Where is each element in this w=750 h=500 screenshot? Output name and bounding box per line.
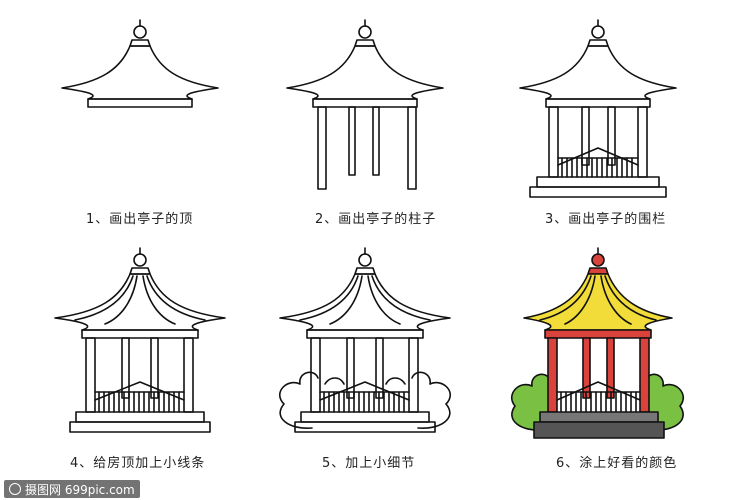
caption-step6: 6、涂上好看的颜色 [556, 456, 678, 471]
step4-roof-lines [54, 247, 226, 433]
step1-roof [61, 19, 219, 108]
step6-colored [510, 247, 685, 439]
caption-step3: 3、画出亭子的围栏 [545, 212, 667, 227]
caption-step1: 1、画出亭子的顶 [86, 212, 194, 227]
camera-logo-icon [9, 483, 21, 495]
step3-railing [519, 19, 677, 198]
watermark: 摄图网 699pic.com [4, 480, 140, 498]
bush-left [278, 371, 319, 429]
watermark-text: 摄图网 699pic.com [25, 482, 135, 497]
caption-step5: 5、加上小细节 [322, 456, 416, 471]
step2-pillars [286, 19, 444, 190]
caption-step2: 2、画出亭子的柱子 [315, 212, 437, 227]
step5-details [278, 247, 452, 433]
bush-right [411, 371, 452, 429]
caption-step4: 4、给房顶加上小线条 [70, 456, 206, 471]
